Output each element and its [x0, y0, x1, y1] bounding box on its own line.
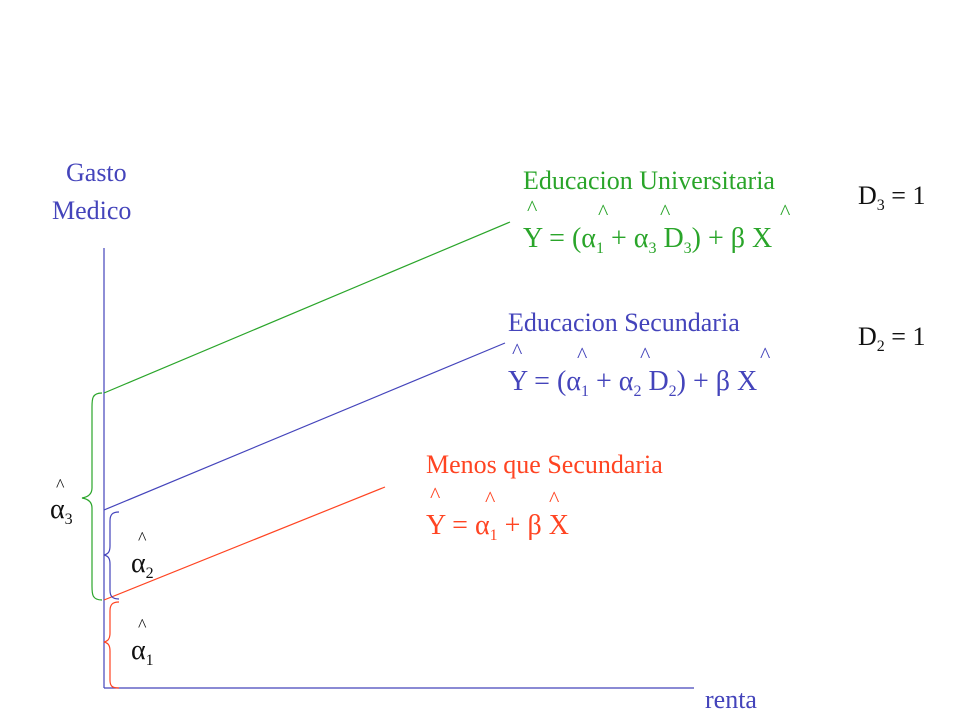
eq-secundaria: Y = (α1 + α2 D2) + β X	[508, 366, 758, 400]
hat-alpha2: ^	[138, 528, 147, 548]
hat-b-universitaria: ^	[780, 199, 791, 224]
hat-y-universitaria: ^	[527, 195, 538, 220]
x-axis-label: renta	[705, 685, 757, 714]
brace-alpha1	[103, 601, 120, 689]
brace-alpha2	[103, 511, 120, 600]
hat-b-menos: ^	[549, 486, 560, 511]
title-menos: Menos que Secundaria	[426, 450, 663, 479]
hat-y-menos: ^	[430, 482, 441, 507]
hat-a2-secundaria: ^	[640, 342, 651, 367]
line-menos	[103, 486, 386, 601]
hat-a1-universitaria: ^	[598, 199, 609, 224]
hat-alpha1: ^	[138, 615, 147, 635]
y-axis-label-line1: Gasto	[66, 158, 127, 187]
dummy-d2: D2 = 1	[858, 322, 926, 355]
hat-alpha3: ^	[56, 475, 65, 495]
y-axis-label-line2: Medico	[52, 196, 132, 225]
line-universitaria	[103, 221, 511, 394]
eq-universitaria: Y = (α1 + α3 D3) + β X	[523, 223, 773, 257]
title-secundaria: Educacion Secundaria	[508, 308, 740, 337]
hat-a1-secundaria: ^	[577, 342, 588, 367]
hat-a1-menos: ^	[485, 486, 496, 511]
brace-alpha3	[81, 392, 103, 601]
hat-y-secundaria: ^	[512, 338, 523, 363]
line-secundaria	[103, 342, 506, 511]
eq-menos: Y = α1 + β X	[426, 510, 569, 544]
alpha3-label: α3	[50, 494, 73, 528]
dummy-d3: D3 = 1	[858, 181, 926, 214]
alpha2-label: α2	[131, 548, 154, 582]
hat-b-secundaria: ^	[760, 342, 771, 367]
title-universitaria: Educacion Universitaria	[523, 166, 775, 195]
alpha1-label: α1	[131, 635, 154, 669]
hat-a3-universitaria: ^	[660, 199, 671, 224]
